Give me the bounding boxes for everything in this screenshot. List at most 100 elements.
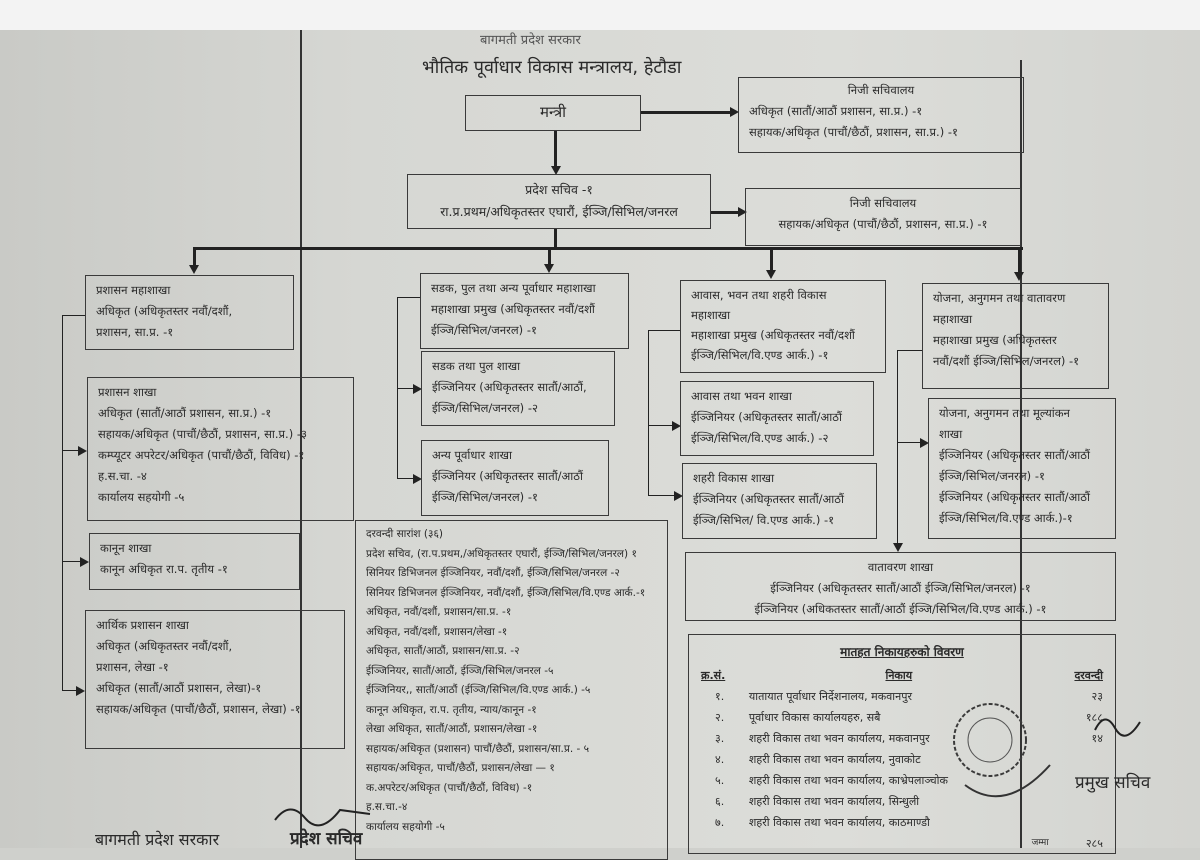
connector xyxy=(62,315,64,691)
table-row: १.यातायात पूर्वाधार निर्देशनालय, मकवानपु… xyxy=(697,686,1107,707)
summary-line: सहायक/अधिकृत (प्रशासन) पाचौं/छैठौं, प्रश… xyxy=(366,742,590,755)
minister-box: मन्त्री xyxy=(465,95,641,131)
summary-line: प्रदेश सचिव, (रा.प.प्रथम,/अधिकृतस्तर एघा… xyxy=(366,547,637,560)
signature xyxy=(1094,718,1141,737)
box-title: योजना, अनुगमन तथा मूल्यांकन xyxy=(939,406,1070,420)
connector xyxy=(397,297,420,299)
connector xyxy=(710,211,740,214)
box-title: अन्य पूर्वाधार शाखा xyxy=(432,448,513,462)
footer-government: बागमती प्रदेश सरकार xyxy=(95,830,220,849)
summary-line: ह.स.चा.-४ xyxy=(366,801,408,813)
arrow-icon xyxy=(920,438,929,448)
box-line: सहायक/अधिकृत (पाचौं/छैठौं, प्रशासन, सा.प… xyxy=(778,217,988,231)
box-title: सडक, पुल तथा अन्य पूर्वाधार महाशाखा xyxy=(431,281,596,295)
box-line: अधिकृत (सातौं/आठौं प्रशासन, सा.प्र.) -१ xyxy=(749,104,923,118)
cell: २. xyxy=(715,711,725,724)
connector xyxy=(770,247,773,271)
connector xyxy=(397,478,413,480)
box-line: ईञ्जिनियर (अधिकृतस्तर सातौं/आठौं ईञ्जि/स… xyxy=(770,581,1031,595)
table-row: ४. शहरी विकास तथा भवन कार्यालय, नुवाकोट xyxy=(697,749,1107,770)
government-header: बागमती प्रदेश सरकार xyxy=(480,33,581,48)
box-title: आवास, भवन तथा शहरी विकास xyxy=(691,288,827,302)
box-line: ईञ्जि/सिभिल/वि.एण्ड आर्क.)-१ xyxy=(939,511,1073,525)
box-line: ईञ्जिनियर (अधिकृतस्तर सातौं/आठौं xyxy=(939,448,1090,462)
box-title: वातावरण शाखा xyxy=(867,560,934,574)
secretary-box: प्रदेश सचिव -१ रा.प्र.प्रथम/अधिकृतस्तर ए… xyxy=(407,174,711,229)
connector xyxy=(193,247,196,267)
staff-summary-box: दरवन्दी सारांश (३६) प्रदेश सचिव, (रा.प.प… xyxy=(355,520,668,860)
connector xyxy=(62,450,80,452)
arrow-icon xyxy=(1014,272,1024,281)
box-line: ईञ्जिनियर (अधिकतस्तर सातौं/आठौं ईञ्जि/सि… xyxy=(754,602,1047,616)
cell: ६. xyxy=(715,795,725,808)
box-line: ईञ्जि/सिभिल/जनरल) -१ xyxy=(939,469,1045,483)
box-line: कार्यालय सहयोगी -५ xyxy=(98,490,185,504)
box-line: ईञ्जि/सिभिल/जनरल) -१ xyxy=(431,323,537,337)
finance-section-box: आर्थिक प्रशासन शाखा अधिकृत (अधिकृतस्तर न… xyxy=(85,610,345,749)
environment-section-box: वातावरण शाखा ईञ्जिनियर (अधिकृतस्तर सातौं… xyxy=(685,552,1116,621)
arrow-icon xyxy=(189,265,199,274)
connector xyxy=(640,111,732,114)
fold-line xyxy=(300,30,302,848)
arrow-icon xyxy=(551,166,561,175)
box-title: आर्थिक प्रशासन शाखा xyxy=(96,618,189,632)
connector xyxy=(62,690,78,692)
summary-line: अधिकृत, नवौं/दशौं, प्रशासन/लेखा -१ xyxy=(366,625,508,638)
table-row: ५. शहरी विकास तथा भवन कार्यालय, काभ्रेपला… xyxy=(697,770,1107,791)
box-line: ईञ्जिनियर (अधिकृतस्तर सातौं/आठौं xyxy=(693,492,844,506)
private-secretariat-1-box: निजी सचिवालय अधिकृत (सातौं/आठौं प्रशासन,… xyxy=(738,77,1024,153)
total-label: जम्मा xyxy=(1031,838,1049,848)
connector xyxy=(62,315,85,317)
planning-section-box: योजना, अनुगमन तथा मूल्यांकन शाखा ईञ्जिनि… xyxy=(928,398,1116,539)
summary-line: अधिकृत, नवौं/दशौं, प्रशासन/सा.प्र. -१ xyxy=(366,606,512,618)
box-line: ह.स.चा. -४ xyxy=(98,469,147,483)
cell: शहरी विकास तथा भवन कार्यालय, काभ्रेपलाञ्… xyxy=(748,774,948,787)
summary-line: लेखा अधिकृत, सातौं/आठौं, प्रशासन/लेखा -१ xyxy=(366,723,538,735)
box-title: शहरी विकास शाखा xyxy=(693,471,775,485)
box-title: आवास तथा भवन शाखा xyxy=(691,389,792,403)
table-total-row: जम्मा२८५ xyxy=(697,833,1107,854)
cell: ७. xyxy=(715,816,725,829)
box-line: सहायक/अधिकृत (पाचौं/छैठौं, प्रशासन, लेखा… xyxy=(96,702,301,716)
box-line: रा.प्र.प्रथम/अधिकृतस्तर एघारौं, ईञ्जि/सि… xyxy=(440,204,678,219)
road-bridge-section-box: सडक तथा पुल शाखा ईञ्जिनियर (अधिकृतस्तर स… xyxy=(421,351,615,426)
cell: २३ xyxy=(1091,690,1103,703)
box-line: महाशाखा xyxy=(691,308,731,322)
box-title: योजना, अनुगमन तथा वातावरण xyxy=(933,291,1066,305)
box-title: दरवन्दी सारांश (३६) xyxy=(366,528,444,540)
arrow-icon xyxy=(413,474,422,484)
table-row: २.पूर्वाधार विकास कार्यालयहरु, सबै१८८ xyxy=(697,707,1107,728)
footer-secretary: प्रदेश सचिव xyxy=(290,829,363,849)
box-line: ईञ्जिनियर (अधिकृतस्तर सातौं/आठौं xyxy=(432,469,583,483)
arrow-icon xyxy=(766,270,776,279)
box-line: प्रशासन, सा.प्र. -१ xyxy=(96,325,174,339)
box-title: प्रशासन शाखा xyxy=(98,385,157,399)
cell: यातायात पूर्वाधार निर्देशनालय, मकवानपुर xyxy=(748,690,912,703)
cell: शहरी विकास तथा भवन कार्यालय, नुवाकोट xyxy=(748,753,921,766)
box-line: ईञ्जिनियर (अधिकृतस्तर सातौं/आठौं, xyxy=(432,380,587,394)
box-title: निजी सचिवालय xyxy=(849,196,917,210)
admin-division-box: प्रशासन महाशाखा अधिकृत (अधिकृतस्तर नवौं/… xyxy=(85,275,294,350)
col-header: निकाय xyxy=(885,669,913,682)
box-line: ईञ्जि/सिभिल/वि.एण्ड आर्क.) -२ xyxy=(691,431,829,445)
cell: ४. xyxy=(715,753,725,766)
box-line: ईञ्जि/सिभिल/जनरल) -१ xyxy=(432,490,538,504)
urban-section-box: शहरी विकास शाखा ईञ्जिनियर (अधिकृतस्तर सा… xyxy=(682,463,877,539)
box-line: ईञ्जिनियर (अधिकृतस्तर सातौं/आठौं xyxy=(691,410,842,424)
arrow-icon xyxy=(893,543,903,552)
summary-line: क.अपरेटर/अधिकृत (पाचौं/छैठौं, विविध) -१ xyxy=(366,781,533,794)
box-line: प्रशासन, लेखा -१ xyxy=(96,660,169,674)
summary-line: सिनियर डिभिजनल ईञ्जिनियर, नवौं/दशौं, ईञ्… xyxy=(366,586,646,599)
cell: ५. xyxy=(715,774,725,787)
box-line: ईञ्जि/सिभिल/ वि.एण्ड आर्क.) -१ xyxy=(693,513,835,527)
road-division-box: सडक, पुल तथा अन्य पूर्वाधार महाशाखा महाश… xyxy=(420,273,629,349)
table-row: ७.शहरी विकास तथा भवन कार्यालय, काठमाण्डौ xyxy=(697,812,1107,833)
connector xyxy=(62,561,82,563)
summary-line: सिनियर डिभिजनल ईञ्जिनियर, नवौं/दशौं, ईञ्… xyxy=(366,567,620,579)
box-title: कानून शाखा xyxy=(100,541,152,555)
arrow-icon xyxy=(413,384,422,394)
